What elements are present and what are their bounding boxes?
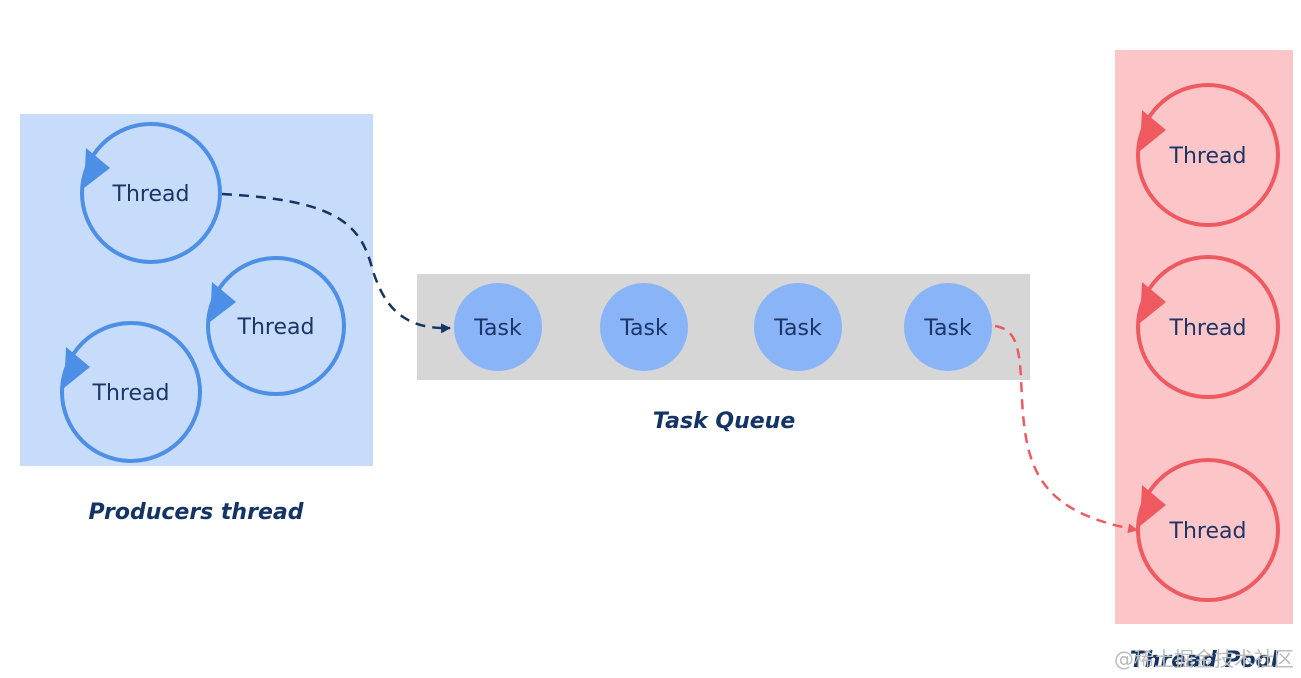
producer-thread-2-label: Thread [237,315,315,340]
thread-pool-caption: Thread Pool [1130,648,1279,673]
pool-thread-1-label: Thread [1169,144,1247,169]
task-4-circle [904,283,992,371]
task-4-label: Task [923,316,972,341]
producer-thread-1-label: Thread [112,182,190,207]
producer-thread-2-cycle-icon [206,256,346,396]
task-3-circle [754,283,842,371]
producers-caption: Producers thread [89,500,304,525]
pool-thread-2: Thread [1136,255,1280,399]
watermark: @稀土掘金技术社区 [1114,647,1294,671]
task-queue: Task Task Task Task [417,274,1030,380]
producer-thread-2: Thread [206,256,346,396]
producer-thread-1-cycle-icon [80,122,222,264]
task-1-label: Task [473,316,522,341]
thread-pool-panel: Thread Thread Thread [1115,50,1293,624]
pool-thread-3: Thread [1136,458,1280,602]
producer-thread-1-arrowhead-icon [84,148,110,188]
producer-thread-3-cycle-icon [60,321,202,463]
pool-thread-1-arrowhead-icon [1140,110,1166,151]
pool-thread-3-cycle-icon [1136,458,1280,602]
producers-panel: Thread Thread Thread [20,114,373,466]
producer-to-queue-arrow [221,192,451,334]
pool-thread-1: Thread [1136,83,1280,227]
pool-thread-3-arrowhead-icon [1140,485,1166,526]
pool-thread-2-label: Thread [1169,316,1247,341]
pool-thread-3-label: Thread [1169,519,1247,544]
producer-thread-2-arrowhead-icon [210,282,236,322]
producer-thread-3-label: Thread [92,381,170,406]
pool-thread-2-cycle-icon [1136,255,1280,399]
task-2-circle [600,283,688,371]
task-2-label: Task [619,316,668,341]
task-queue-caption: Task Queue [653,409,796,434]
queue-to-pool-arrow [994,324,1138,534]
producer-thread-3: Thread [60,321,202,463]
pool-thread-2-arrowhead-icon [1140,282,1166,323]
pool-thread-1-cycle-icon [1136,83,1280,227]
producer-thread-3-arrowhead-icon [64,347,90,388]
task-3-label: Task [773,316,822,341]
task-1-circle [454,283,542,371]
producer-thread-1: Thread [80,122,222,264]
